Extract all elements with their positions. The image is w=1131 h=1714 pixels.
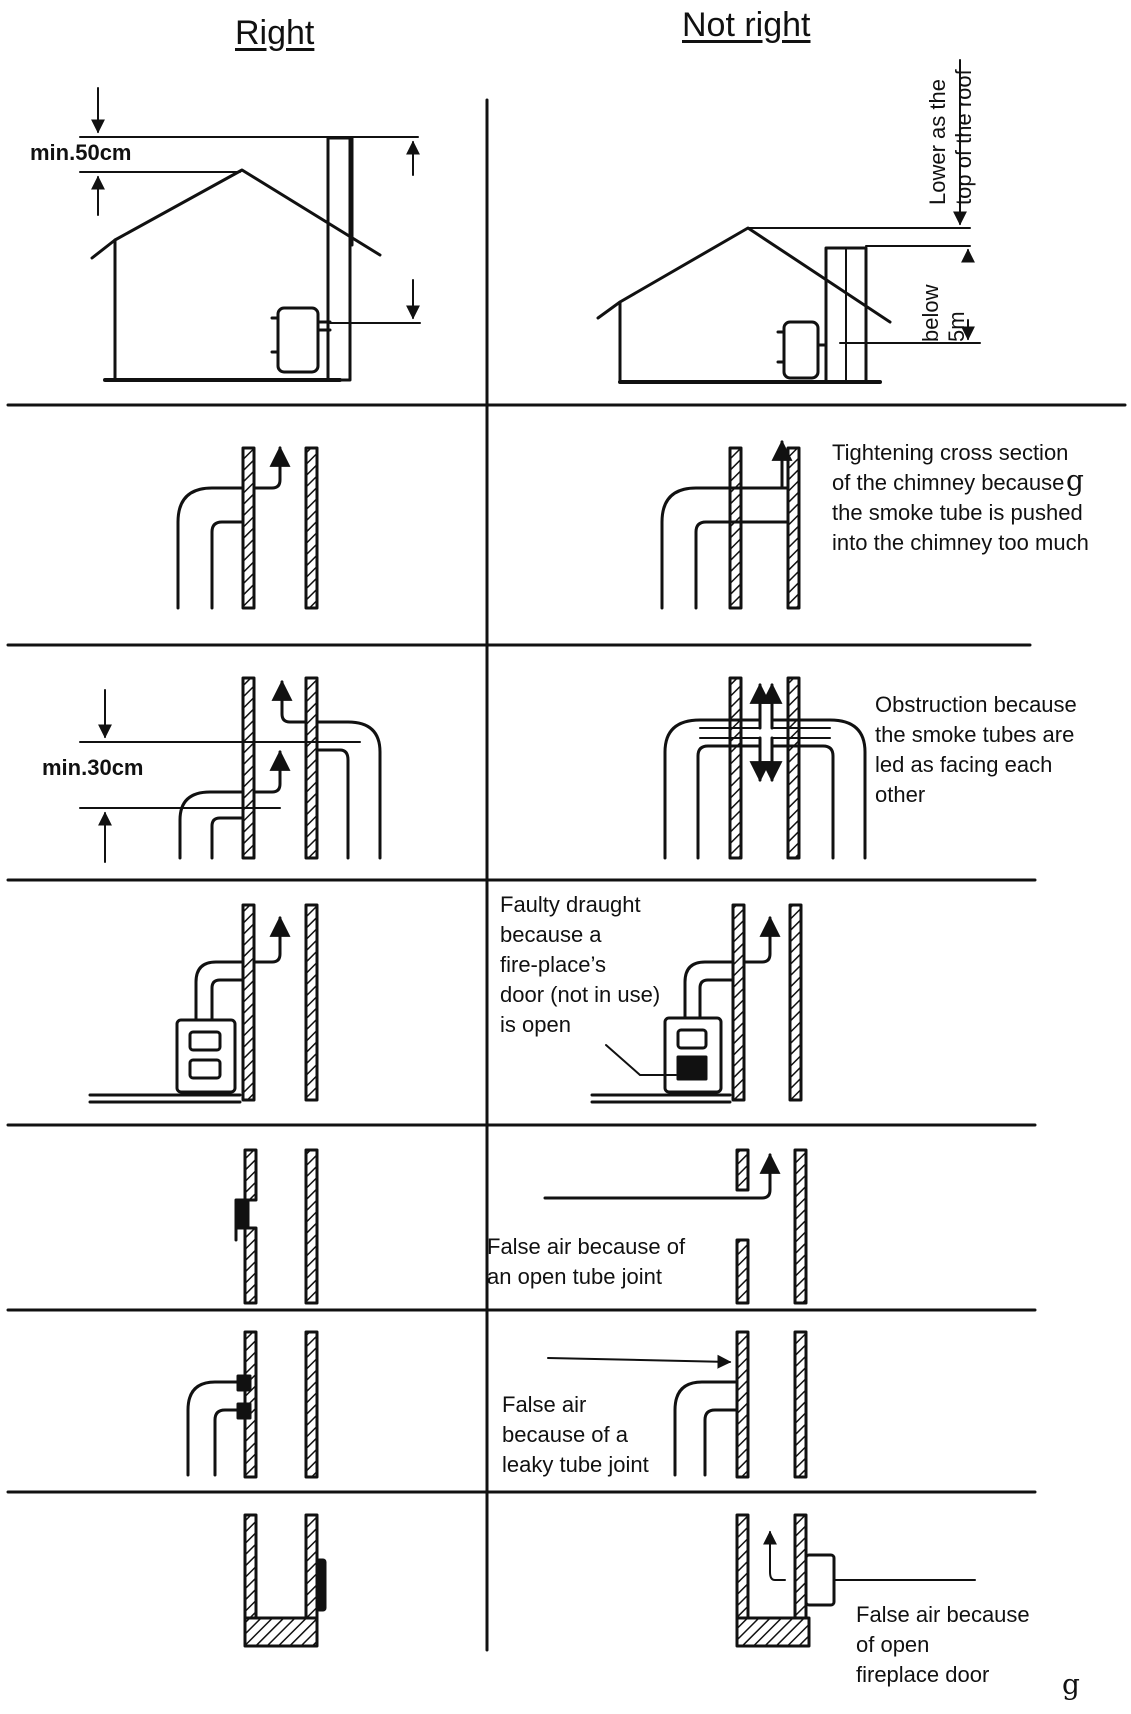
dimension-below-5m: below 5m	[918, 284, 969, 342]
dimension-min-50cm: min.50cm	[30, 140, 132, 165]
stray-mark-g: g	[1066, 464, 1084, 497]
fireplace-door-open	[735, 1513, 976, 1648]
house-incorrect	[596, 59, 981, 384]
tube-joint-sealed	[234, 1148, 319, 1305]
dimension-min-30cm: min.30cm	[42, 755, 144, 780]
note-false-air-leaky-joint: False air because of a leaky tube joint	[502, 1392, 649, 1477]
tubes-offset-correct	[79, 676, 382, 863]
column-header-not-right: Not right	[682, 6, 811, 44]
tube-inserted-correct	[176, 445, 319, 610]
tube-pushed-too-far	[660, 439, 801, 610]
grid-lines	[6, 98, 1127, 1652]
note-obstruction: Obstruction because the smoke tubes are …	[875, 692, 1077, 807]
tubes-facing-each-other	[663, 676, 867, 860]
stray-mark-g: g	[1062, 1668, 1080, 1701]
tube-joint-tight	[186, 1330, 319, 1479]
column-header-right: Right	[235, 14, 315, 52]
stove-closed-door-correct	[88, 903, 319, 1104]
tube-joint-leaky	[547, 1330, 808, 1479]
dimension-lower-than-roof: Lower as the top of the roof	[925, 69, 976, 205]
tube-joint-open	[543, 1148, 808, 1305]
note-tightening-cross-section: Tightening cross section of the chimney …	[832, 440, 1089, 555]
note-faulty-draught: Faulty draught because a fire-place’s do…	[500, 892, 661, 1037]
note-false-air-open-joint: False air because of an open tube joint	[487, 1234, 686, 1289]
fireplace-door-closed	[243, 1513, 327, 1648]
stove-open-door-faulty	[590, 903, 803, 1104]
house-correct	[79, 87, 421, 382]
note-false-air-fireplace-door: False air because of open fireplace door	[856, 1602, 1030, 1687]
